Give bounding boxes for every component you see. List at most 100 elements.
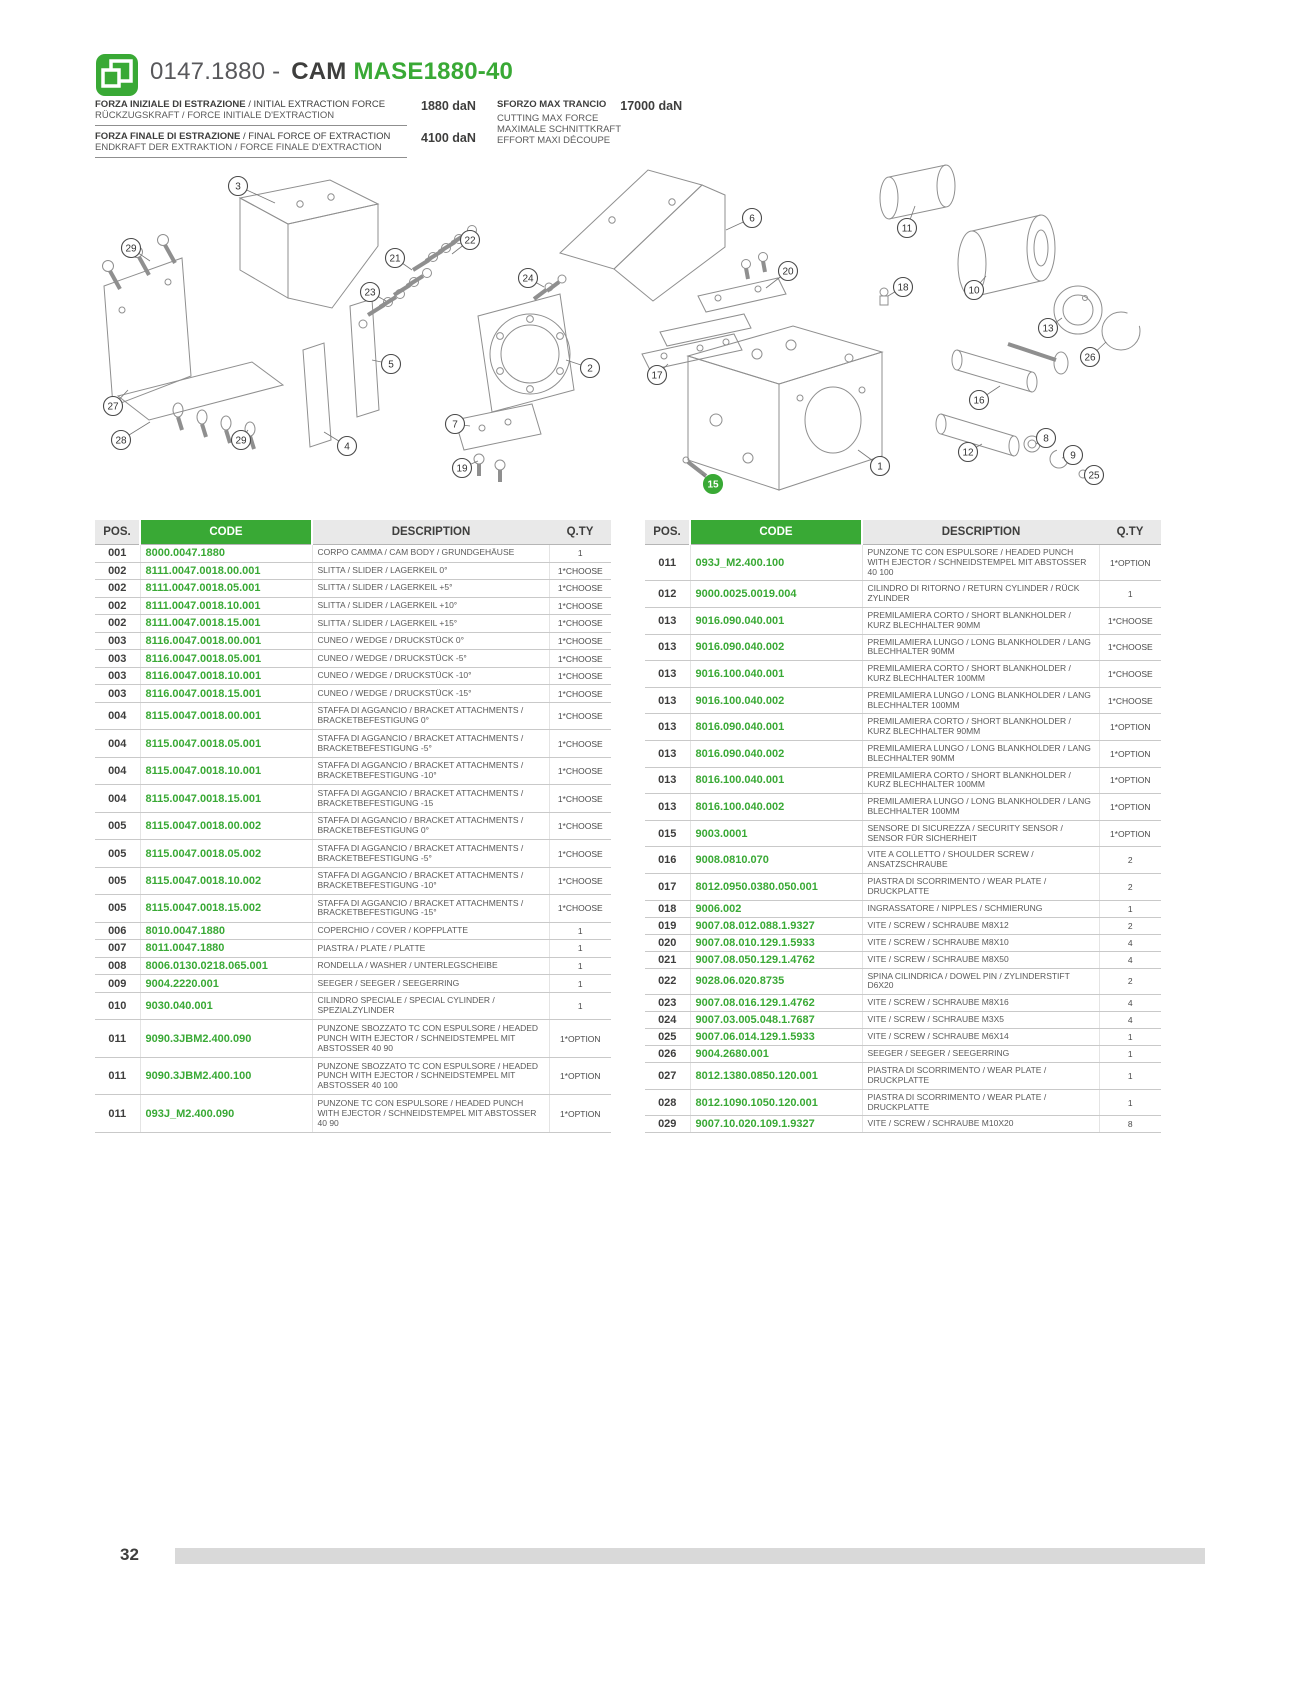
svg-text:11: 11 [902,223,913,234]
part-code: 8016.100.040.002 [690,793,863,821]
part-desc: PIASTRA / PLATE / PLATTE [312,939,550,958]
part-pos: 019 [645,917,691,935]
title-separator: - [265,58,288,85]
svg-text:1: 1 [877,461,883,472]
svg-text:2: 2 [587,363,593,374]
svg-text:24: 24 [522,273,534,284]
part-desc: PUNZONE TC CON ESPULSORE / HEADED PUNCH … [862,544,1100,582]
part-code: 8006.0130.0218.065.001 [140,957,313,976]
part-pos: 024 [645,1011,691,1030]
part-desc: PREMILAMIERA LUNGO / LONG BLANKHOLDER / … [862,740,1100,768]
callout-4: 4 [336,435,358,457]
part-pos: 027 [645,1062,691,1090]
specs-section: FORZA INIZIALE DI ESTRAZIONE / INITIAL E… [95,99,737,163]
part-desc: PREMILAMIERA CORTO / SHORT BLANKHOLDER /… [862,607,1100,635]
part-desc: CILINDRO SPECIALE / SPECIAL CYLINDER / S… [312,992,550,1021]
part-code: 8011.0047.1880 [140,939,313,958]
part-desc: PIASTRA DI SCORRIMENTO / WEAR PLATE / DR… [862,873,1100,901]
part-pos: 005 [95,839,141,868]
part-qty: 1*CHOOSE [549,839,611,868]
part-pos: 013 [645,767,691,795]
part-qty: 1*CHOOSE [1099,634,1161,662]
part-code: 8115.0047.0018.00.002 [140,812,313,841]
svg-text:4: 4 [344,441,350,452]
spec-label-rest: / INITIAL EXTRACTION FORCE [245,99,386,110]
part-qty: 1*OPTION [1099,793,1161,821]
callout-28: 28 [110,429,132,451]
part-pos: 013 [645,793,691,821]
part-qty: 1*CHOOSE [549,614,611,633]
callout-1: 1 [869,455,891,477]
part-code: 9000.0025.0019.004 [690,580,863,608]
part-qty: 1*CHOOSE [549,729,611,758]
part-desc: CUNEO / WEDGE / DRUCKSTÜCK 0° [312,632,550,651]
part-code: 8116.0047.0018.00.001 [140,632,313,651]
part-desc: STAFFA DI AGGANCIO / BRACKET ATTACHMENTS… [312,757,550,786]
part-qty: 1*OPTION [549,1057,611,1096]
svg-text:7: 7 [452,419,458,430]
svg-text:23: 23 [364,287,376,298]
part-pos: 013 [645,713,691,741]
callout-11: 11 [896,217,918,239]
part-pos: 022 [645,968,691,996]
part-desc: STAFFA DI AGGANCIO / BRACKET ATTACHMENTS… [312,784,550,813]
spec-initial-extraction-force: FORZA INIZIALE DI ESTRAZIONE / INITIAL E… [95,99,497,126]
part-desc: INGRASSATORE / NIPPLES / SCHMIERUNG [862,900,1100,918]
callout-21: 21 [384,247,406,269]
part-qty: 1*CHOOSE [549,562,611,581]
part-qty: 1 [549,957,611,976]
part-desc: CILINDRO DI RITORNO / RETURN CYLINDER / … [862,580,1100,608]
part-desc: STAFFA DI AGGANCIO / BRACKET ATTACHMENTS… [312,812,550,841]
part-code: 8000.0047.1880 [140,544,313,563]
part-pos: 023 [645,994,691,1013]
part-pos: 026 [645,1045,691,1064]
part-qty: 4 [1099,951,1161,969]
spec-label-translations: ENDKRAFT DER EXTRAKTION / FORCE FINALE D… [95,142,382,153]
part-pos: 003 [95,632,141,651]
part-desc: STAFFA DI AGGANCIO / BRACKET ATTACHMENTS… [312,702,550,731]
part-code: 9007.08.010.129.1.5933 [690,934,863,952]
callout-6: 6 [741,207,763,229]
part-pos: 013 [645,660,691,688]
part-qty: 1*OPTION [1099,544,1161,582]
part-code: 9007.03.005.048.1.7687 [690,1011,863,1030]
part-desc: SLITTA / SLIDER / LAGERKEIL 0° [312,562,550,581]
callout-16: 16 [968,389,990,411]
part-desc: SLITTA / SLIDER / LAGERKEIL +10° [312,597,550,616]
svg-text:29: 29 [125,243,137,254]
part-qty: 2 [1099,968,1161,996]
spec-label-bold: SFORZO MAX TRANCIO [497,99,607,110]
col-header-pos: POS. [95,520,140,545]
part-pos: 013 [645,634,691,662]
part-code: 9004.2220.001 [140,974,313,993]
spec-label-en: CUTTING MAX FORCE [497,113,599,124]
svg-text:16: 16 [973,395,985,406]
part-qty: 1 [1099,580,1161,608]
svg-text:8: 8 [1043,433,1049,444]
part-qty: 1*CHOOSE [549,649,611,668]
part-code: 8016.100.040.001 [690,767,863,795]
part-code: 8012.1380.0850.120.001 [690,1062,863,1090]
part-pos: 004 [95,757,141,786]
part-desc: CUNEO / WEDGE / DRUCKSTÜCK -10° [312,667,550,686]
spec-label-translations: RÜCKZUGSKRAFT / FORCE INITIALE D'EXTRACT… [95,110,335,121]
part-pos: 009 [95,974,141,993]
part-code: 9030.040.001 [140,992,313,1021]
part-code: 9007.10.020.109.1.9327 [690,1115,863,1134]
part-pos: 002 [95,614,141,633]
svg-text:18: 18 [897,282,909,293]
part-qty: 4 [1099,994,1161,1013]
callout-18: 18 [892,276,914,298]
